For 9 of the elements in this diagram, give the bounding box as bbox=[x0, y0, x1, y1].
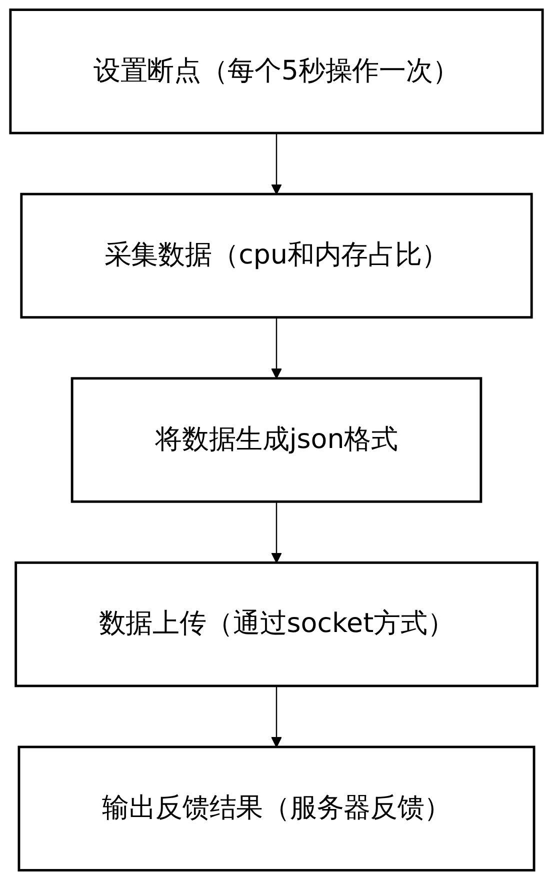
node-box: 输出反馈结果（服务器反馈） bbox=[18, 746, 536, 872]
node-box: 将数据生成json格式 bbox=[70, 377, 482, 503]
arrow bbox=[271, 133, 282, 195]
node-box: 数据上传（通过socket方式） bbox=[14, 561, 538, 688]
node-box: 采集数据（cpu和内存占比） bbox=[20, 192, 533, 319]
arrow bbox=[271, 686, 282, 748]
arrow bbox=[271, 502, 282, 564]
node-box: 设置断点（每个5秒操作一次） bbox=[9, 8, 544, 134]
arrow bbox=[271, 317, 282, 379]
